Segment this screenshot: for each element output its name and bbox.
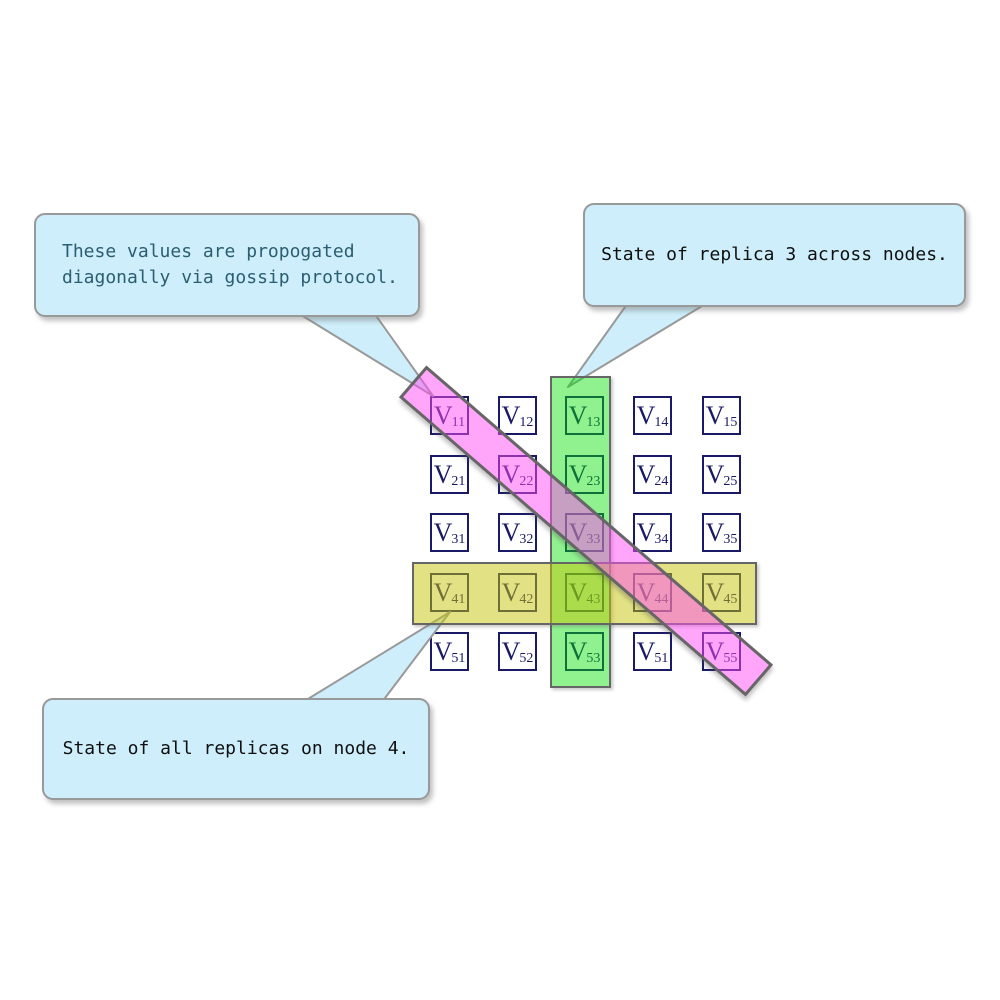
node4-callout: State of all replicas on node 4. <box>42 698 430 800</box>
gossip-callout-line2: diagonally via gossip protocol. <box>62 267 398 288</box>
gossip-callout-line1: These values are propogated <box>62 241 355 262</box>
gossip-callout: These values are propogated diagonally v… <box>34 213 420 317</box>
replica3-callout-line1: State of replica 3 across nodes. <box>601 244 948 265</box>
replica-callout-tail <box>567 299 713 388</box>
node4-callout-line1: State of all replicas on node 4. <box>62 738 410 759</box>
replica3-callout: State of replica 3 across nodes. <box>583 203 966 307</box>
node-callout-tail <box>302 611 451 703</box>
